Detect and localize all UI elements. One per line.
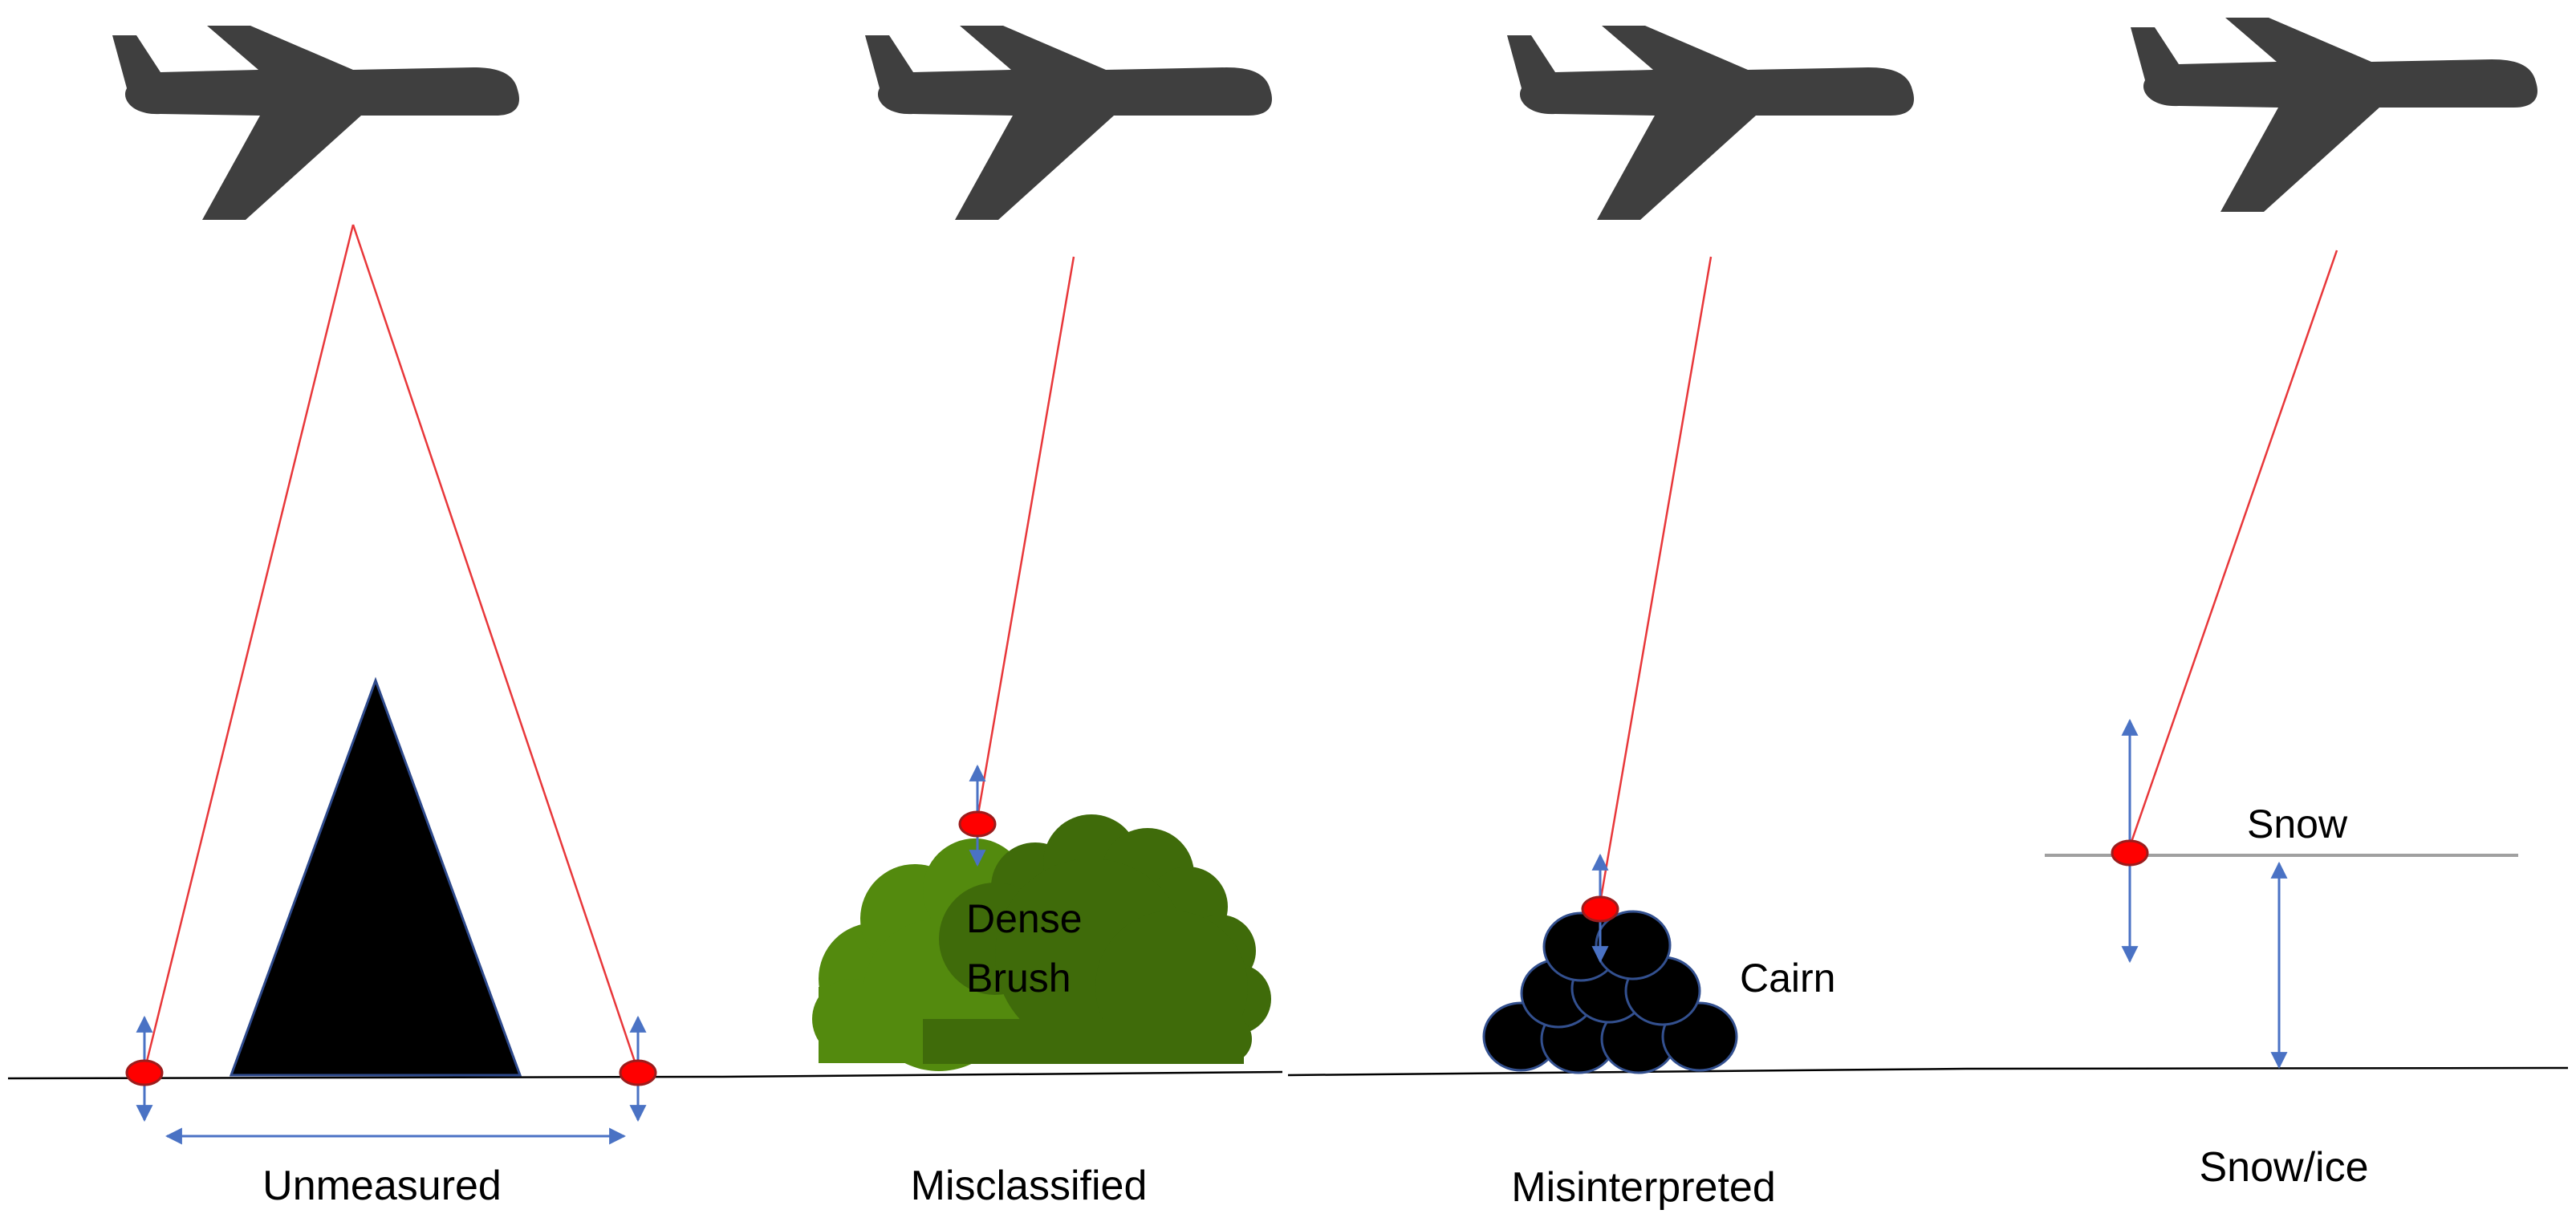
ground-line-2 bbox=[721, 1070, 1283, 1078]
caption-misclassified: Misclassified bbox=[911, 1163, 1148, 1209]
airplane-icon bbox=[2131, 18, 2537, 212]
laser-return-point bbox=[1581, 895, 1619, 923]
panel-misclassified: Dense Brush Misclassified bbox=[812, 26, 1272, 1209]
dense-brush bbox=[812, 814, 1271, 1071]
laser-beam bbox=[976, 256, 1075, 819]
laser-return-point bbox=[619, 1059, 657, 1086]
laser-return-point bbox=[958, 810, 997, 838]
laser-beam bbox=[1599, 256, 1713, 903]
caption-misinterpreted: Misinterpreted bbox=[1511, 1164, 1775, 1211]
object-label-cairn: Cairn bbox=[1740, 956, 1835, 1001]
caption-unmeasured: Unmeasured bbox=[262, 1163, 502, 1209]
object-label-brush: Brush bbox=[966, 956, 1071, 1001]
airplane-icon bbox=[865, 26, 1272, 220]
panel-snow-ice: Snow Snow/ice bbox=[2045, 18, 2537, 1191]
laser-return-point bbox=[2111, 839, 2149, 867]
object-label-dense: Dense bbox=[966, 896, 1083, 941]
panel-misinterpreted: Cairn Misinterpreted bbox=[1482, 26, 1914, 1211]
laser-beams bbox=[143, 224, 640, 1072]
object-label-snow: Snow bbox=[2247, 802, 2348, 846]
airplane-icon bbox=[1507, 26, 1914, 220]
ground-line-4 bbox=[1965, 1066, 2569, 1070]
error-arrows bbox=[2121, 718, 2288, 1070]
caption-snow-ice: Snow/ice bbox=[2200, 1144, 2369, 1191]
laser-beam-left bbox=[143, 224, 355, 1072]
panel-unmeasured: Unmeasured bbox=[112, 26, 657, 1209]
airplane-icon bbox=[112, 26, 519, 220]
cairn bbox=[1482, 910, 1738, 1074]
ground-line-1 bbox=[7, 1075, 723, 1080]
laser-return-point bbox=[125, 1059, 164, 1086]
laser-beam bbox=[2128, 250, 2338, 847]
laser-beam-right bbox=[351, 224, 640, 1072]
rock-obstacle bbox=[229, 676, 522, 1077]
